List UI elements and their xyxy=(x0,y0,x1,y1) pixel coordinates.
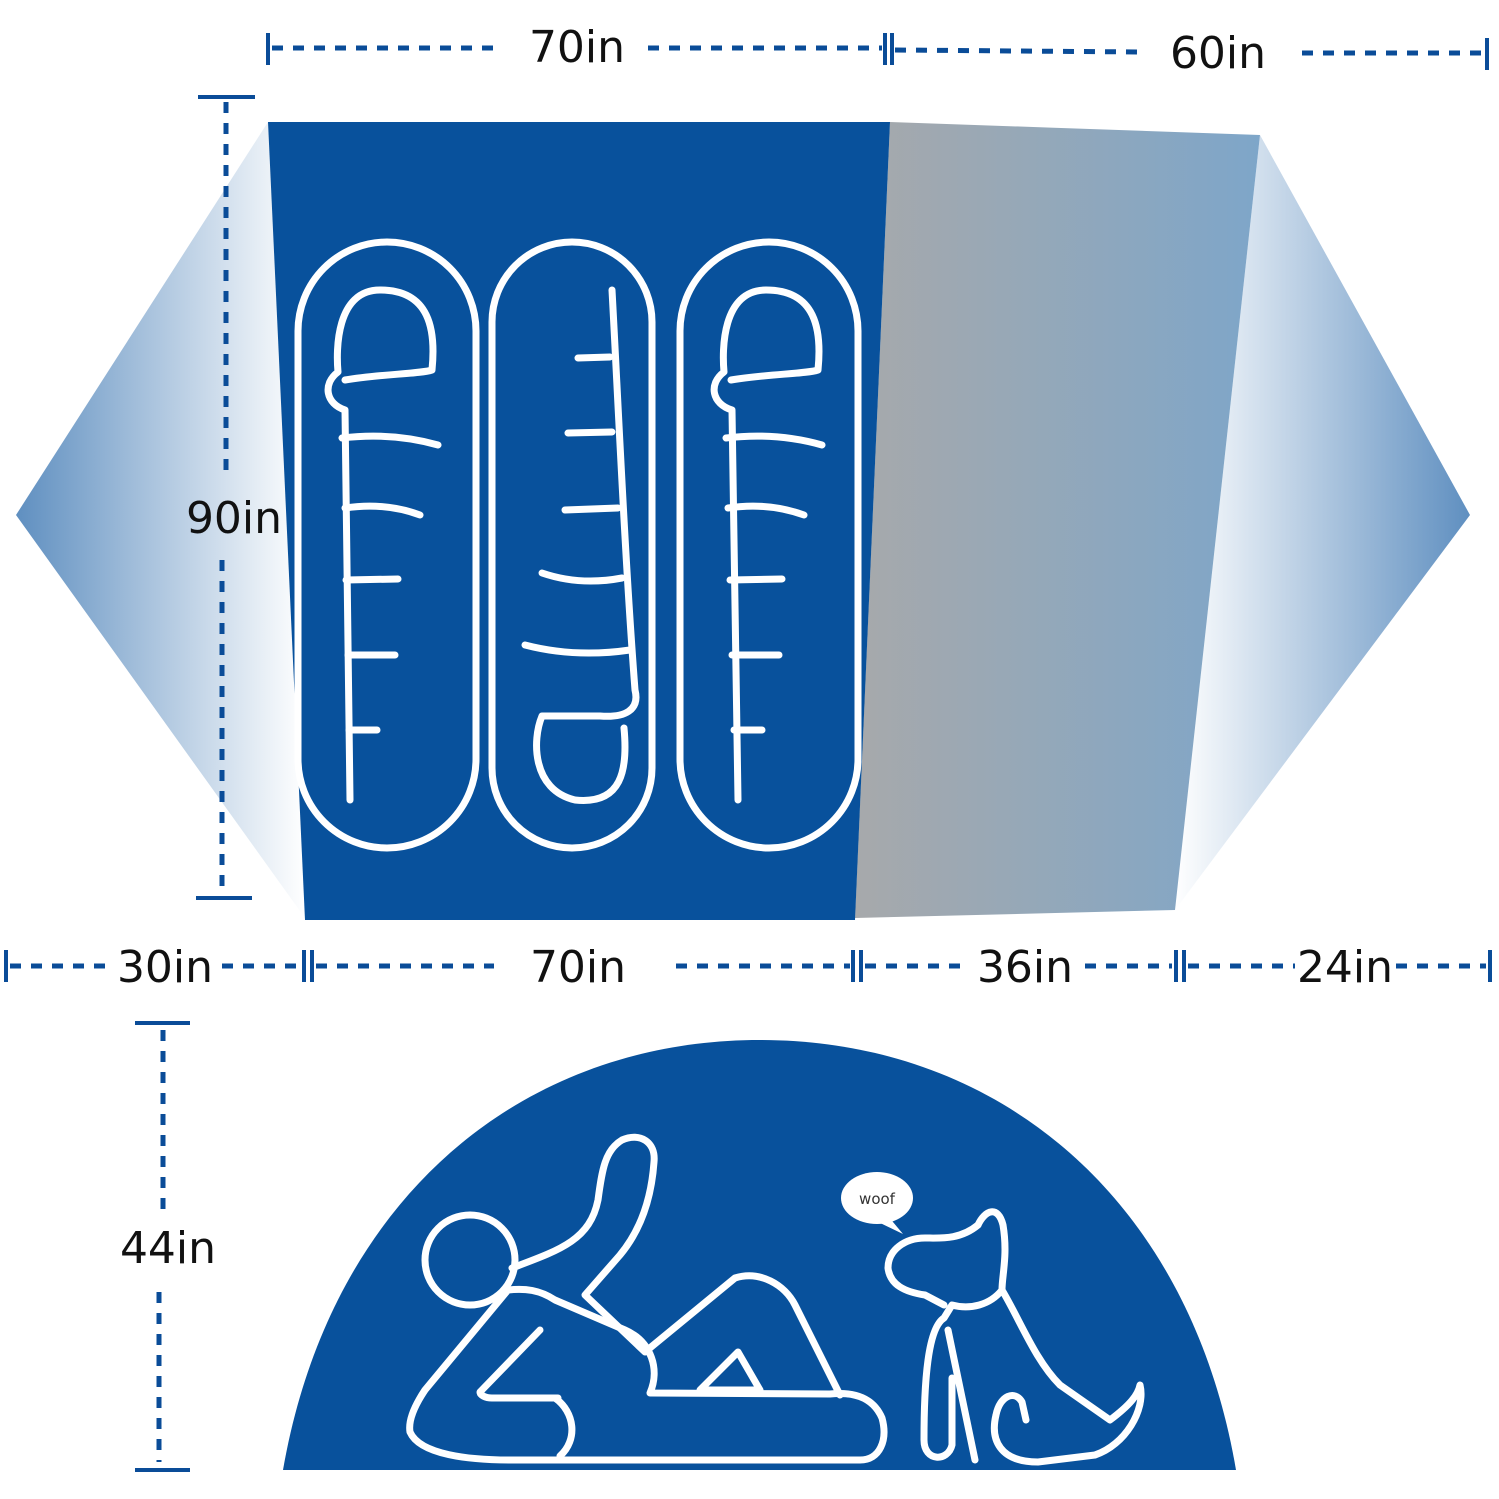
right-wing-depth-label: 24in xyxy=(1297,942,1393,993)
sleeping-bag-icon xyxy=(294,238,480,852)
dome-profile xyxy=(283,1040,1236,1470)
tent-top-view xyxy=(16,122,1470,920)
dog-icon xyxy=(884,1208,1145,1466)
top-dimension-row: 70in 60in xyxy=(266,22,1489,79)
length-dimension: 90in xyxy=(186,95,282,900)
bottom-dimension-row: 30in 70in 36in 24in xyxy=(4,942,1492,993)
height-dimension: 44in xyxy=(120,1021,216,1472)
vestibule-area xyxy=(855,122,1260,918)
tent-side-view: woof xyxy=(283,1040,1236,1470)
bottom-inner-width-label: 70in xyxy=(530,942,626,993)
sleeping-bag-icon xyxy=(488,238,656,852)
peak-height-label: 44in xyxy=(120,1223,216,1274)
left-wing-depth-label: 30in xyxy=(117,942,213,993)
sleeping-bag-icon xyxy=(676,238,862,852)
bottom-vestibule-label: 36in xyxy=(977,942,1073,993)
speech-bubble: woof xyxy=(841,1172,913,1234)
dimension-line xyxy=(894,47,1141,55)
inner-length-label: 90in xyxy=(186,493,282,544)
top-inner-width-label: 70in xyxy=(529,22,625,73)
speech-bubble-text: woof xyxy=(859,1190,896,1208)
reclining-person-icon xyxy=(406,1133,888,1464)
left-side-wing xyxy=(16,122,305,918)
right-side-wing xyxy=(1175,135,1470,910)
top-vestibule-width-label: 60in xyxy=(1170,28,1266,79)
